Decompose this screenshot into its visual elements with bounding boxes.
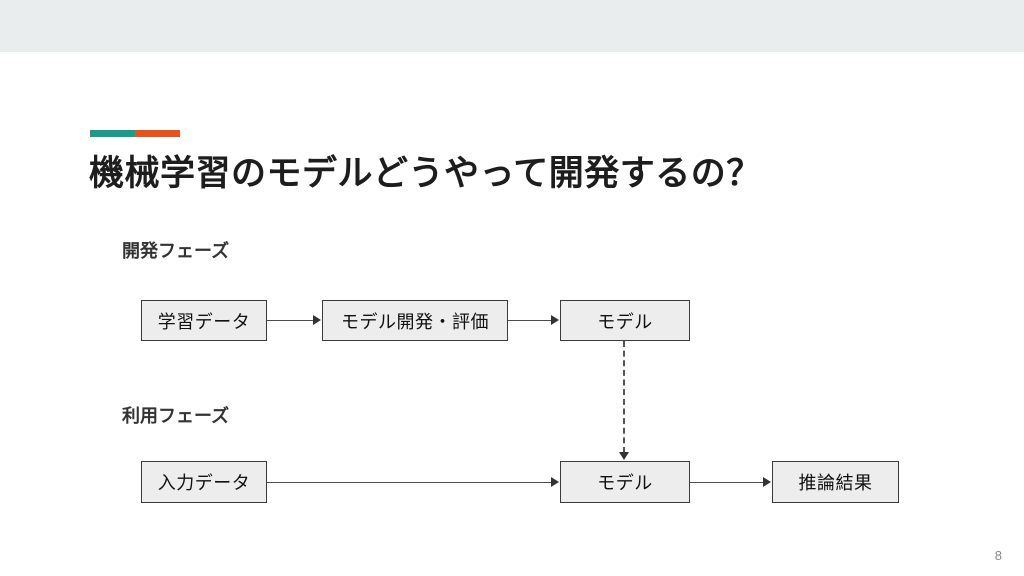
connector-model-dev-to-model bbox=[508, 319, 552, 322]
page-title: 機械学習のモデルどうやって開発するの？ bbox=[89, 154, 762, 193]
node-inference-result: 推論結果 bbox=[772, 461, 899, 503]
arrow-head-right-icon bbox=[763, 477, 771, 487]
arrow-head-right-icon bbox=[313, 315, 321, 325]
connector-training-data-to-model-dev bbox=[267, 319, 314, 322]
connector-dashed-model-handoff bbox=[623, 341, 625, 453]
arrow-head-right-icon bbox=[551, 477, 559, 487]
accent-rule-teal-segment bbox=[90, 130, 135, 137]
node-model-usage: モデル bbox=[560, 461, 690, 503]
connector-model-to-inference-result bbox=[690, 481, 764, 484]
node-model-development-output: モデル bbox=[560, 300, 690, 341]
node-input-data: 入力データ bbox=[141, 461, 267, 503]
page-number: 8 bbox=[994, 548, 1002, 563]
arrow-head-right-icon bbox=[551, 315, 559, 325]
node-training-data: 学習データ bbox=[141, 300, 267, 341]
accent-rule-orange-segment bbox=[135, 130, 180, 137]
title-accent-rule bbox=[90, 130, 180, 137]
phase-label-usage: 利用フェーズ bbox=[122, 406, 230, 426]
connector-input-data-to-model bbox=[267, 481, 552, 484]
phase-label-development: 開発フェーズ bbox=[122, 241, 230, 261]
node-model-development-evaluation: モデル開発・評価 bbox=[322, 300, 508, 341]
arrow-head-down-icon bbox=[619, 452, 629, 460]
slide-header-band bbox=[0, 0, 1024, 52]
